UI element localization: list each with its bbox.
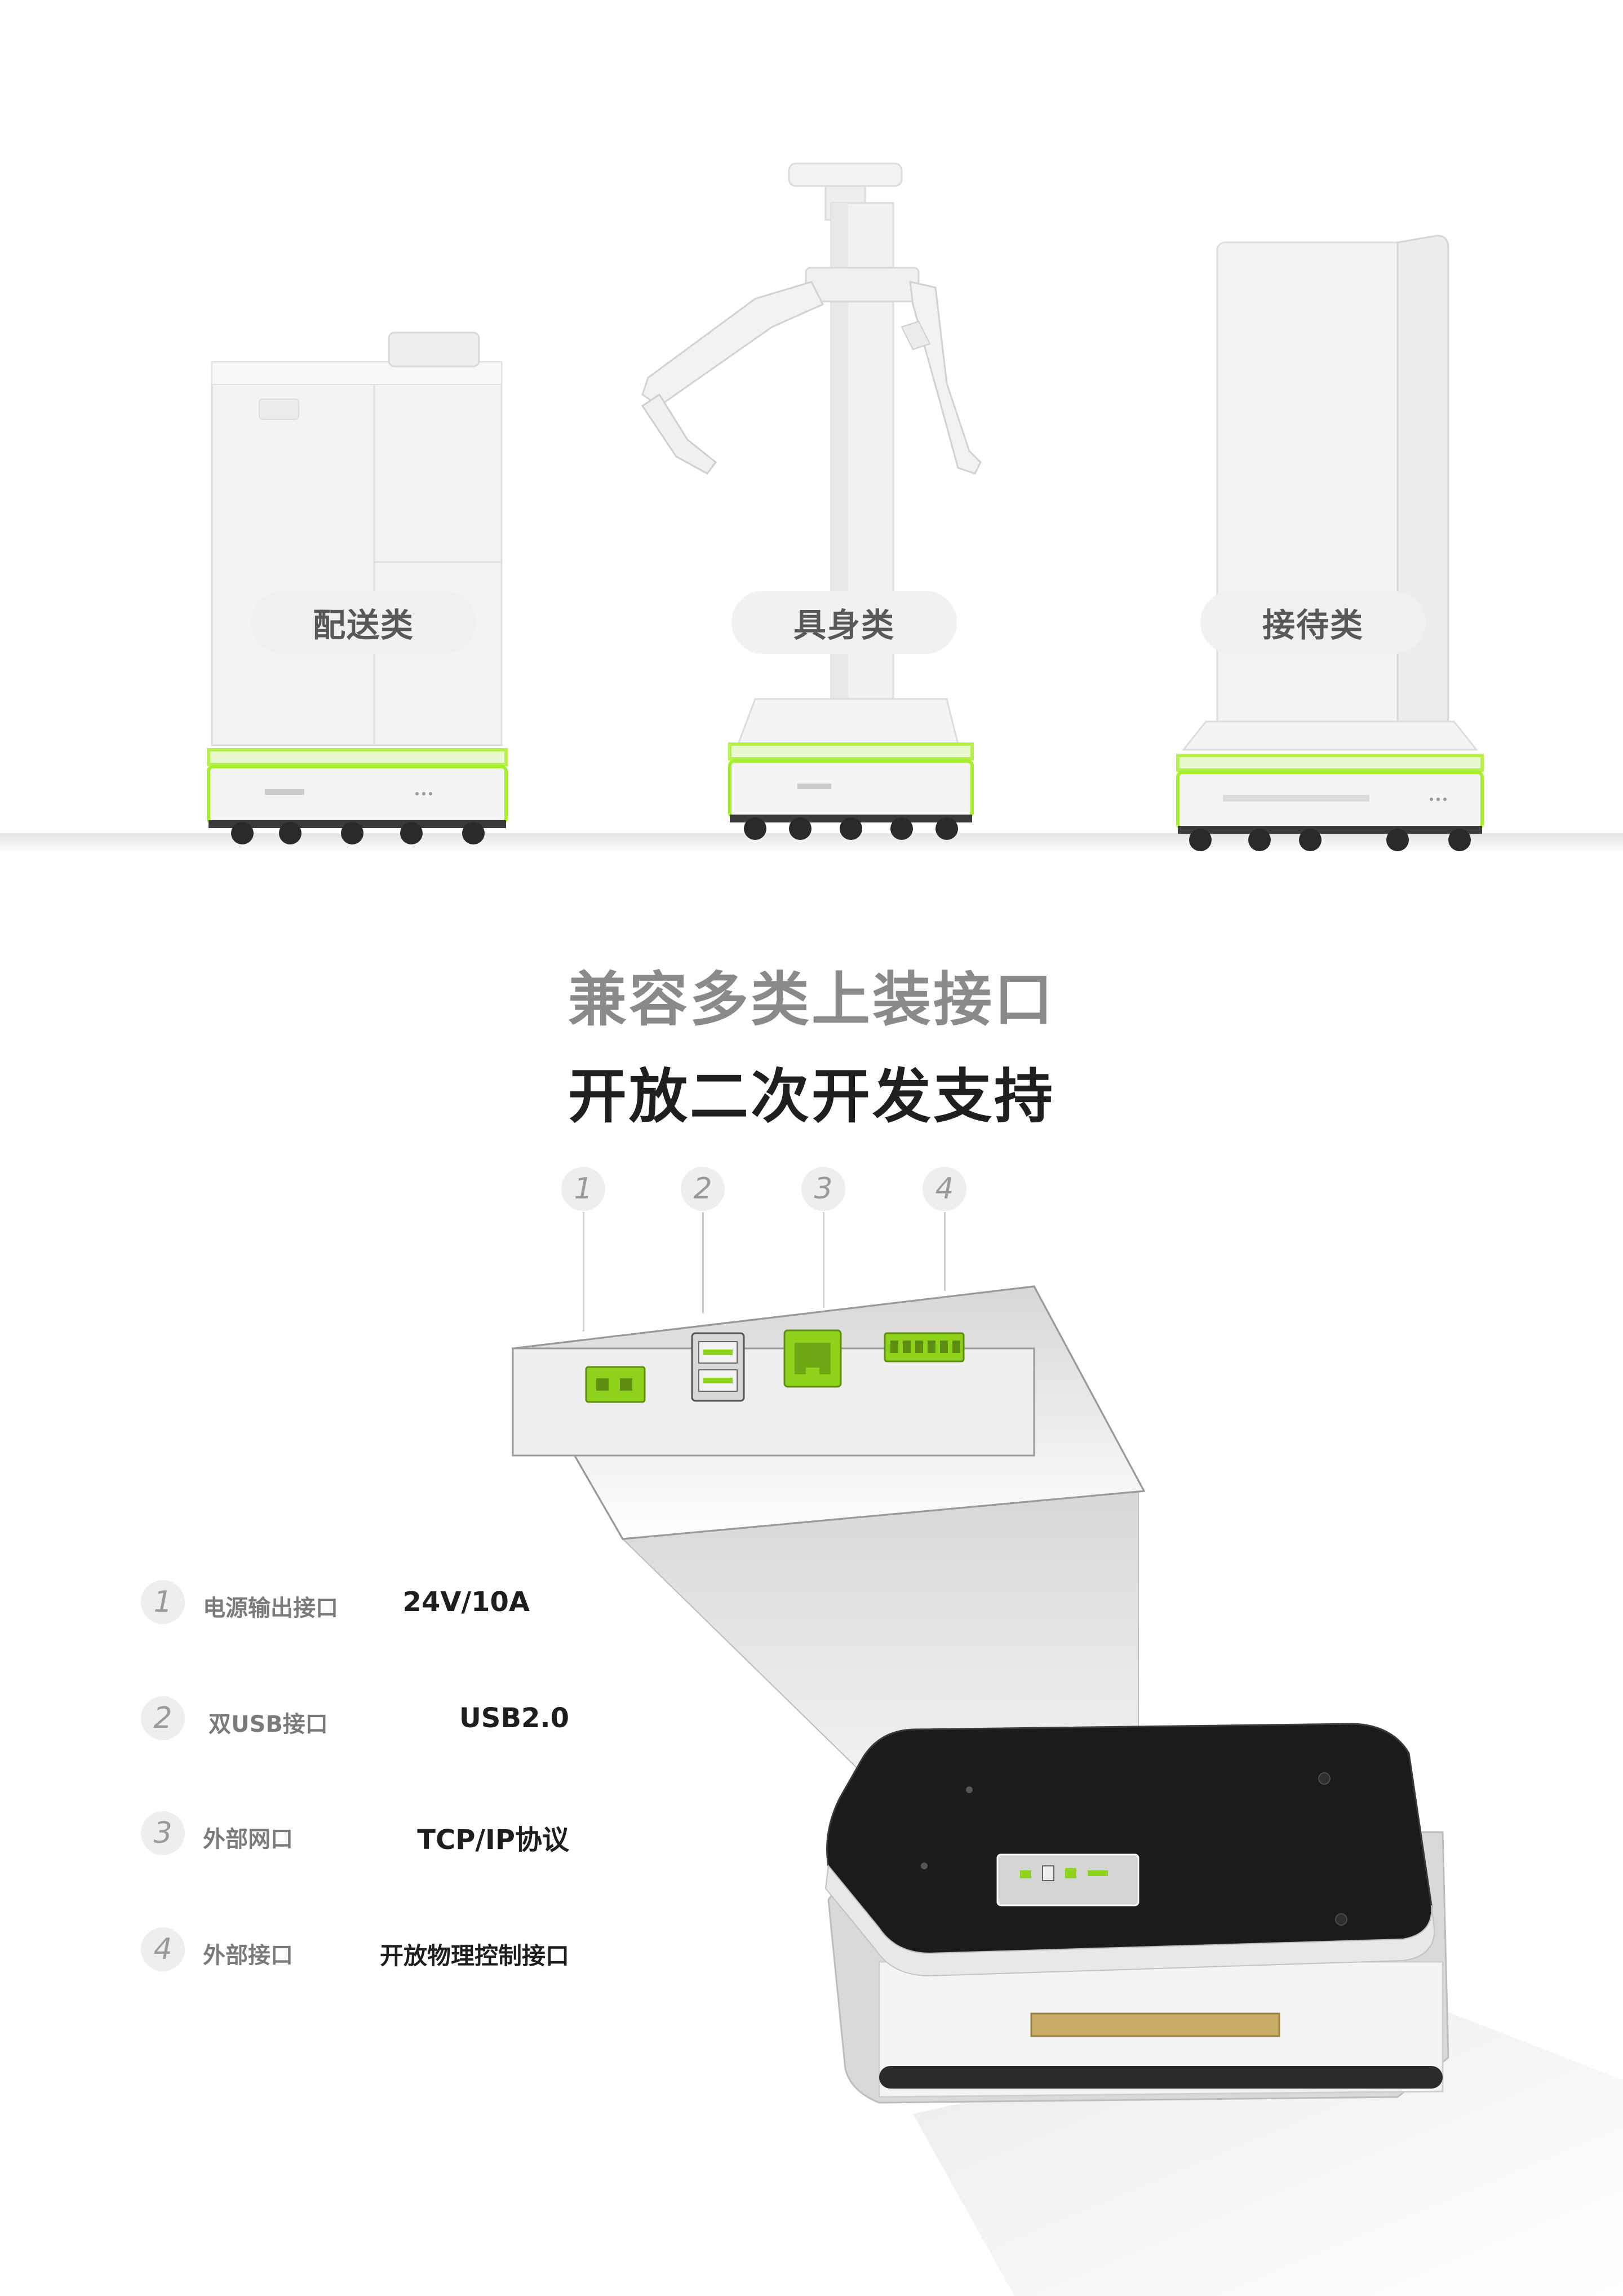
spec-value: USB2.0: [459, 1702, 569, 1734]
spec-value: 24V/10A: [402, 1586, 530, 1618]
spec-row-ethernet: 3 外部网口 TCP/IP协议: [141, 1810, 569, 1857]
spec-name: 电源输出接口: [203, 1595, 338, 1621]
spec-number: 1: [141, 1580, 185, 1624]
callout-line-2: [702, 1212, 704, 1313]
section-subheading: 兼容多类上装接口: [567, 965, 1055, 1034]
port-callout-2: 2: [681, 1167, 725, 1211]
port-callout-4: 4: [923, 1167, 966, 1211]
robot-category-reception: 接待类: [1200, 591, 1426, 654]
delivery-robot-illustration: [207, 331, 508, 844]
spec-row-usb: 2 双USB接口 USB2.0: [141, 1695, 569, 1742]
port-callout-3: 3: [801, 1167, 845, 1211]
robot-category-embodied: 具身类: [731, 591, 957, 654]
embodied-robot-illustration: [641, 162, 982, 840]
spec-row-power: 1 电源输出接口 24V/10A: [141, 1578, 569, 1626]
robot-category-delivery: 配送类: [251, 591, 476, 654]
spec-name: 双USB接口: [209, 1711, 328, 1737]
robot-lineup: 配送类 具身类 接待类: [0, 0, 1623, 879]
callout-line-3: [823, 1212, 824, 1308]
callout-line-1: [583, 1212, 584, 1331]
spec-name: 外部网口: [203, 1826, 293, 1852]
port-callout-1: 1: [561, 1167, 605, 1211]
port-panel-diagram: [511, 1285, 1623, 2296]
spec-row-external: 4 外部接口 开放物理控制接口: [141, 1926, 569, 1973]
robot-category-label: 接待类: [1262, 606, 1364, 644]
spec-number: 4: [141, 1927, 185, 1971]
callout-line-4: [944, 1212, 946, 1291]
robot-category-label: 具身类: [793, 606, 895, 644]
spec-number: 3: [141, 1811, 185, 1855]
spec-name: 外部接口: [203, 1943, 293, 1968]
section-heading: 开放二次开发支持: [567, 1062, 1055, 1131]
spec-value: TCP/IP协议: [417, 1824, 569, 1856]
spec-number: 2: [141, 1696, 185, 1740]
floor-shadow: [0, 833, 1623, 853]
spec-value: 开放物理控制接口: [379, 1942, 569, 1970]
reception-robot-illustration: [1176, 235, 1484, 851]
robot-category-label: 配送类: [312, 606, 414, 644]
